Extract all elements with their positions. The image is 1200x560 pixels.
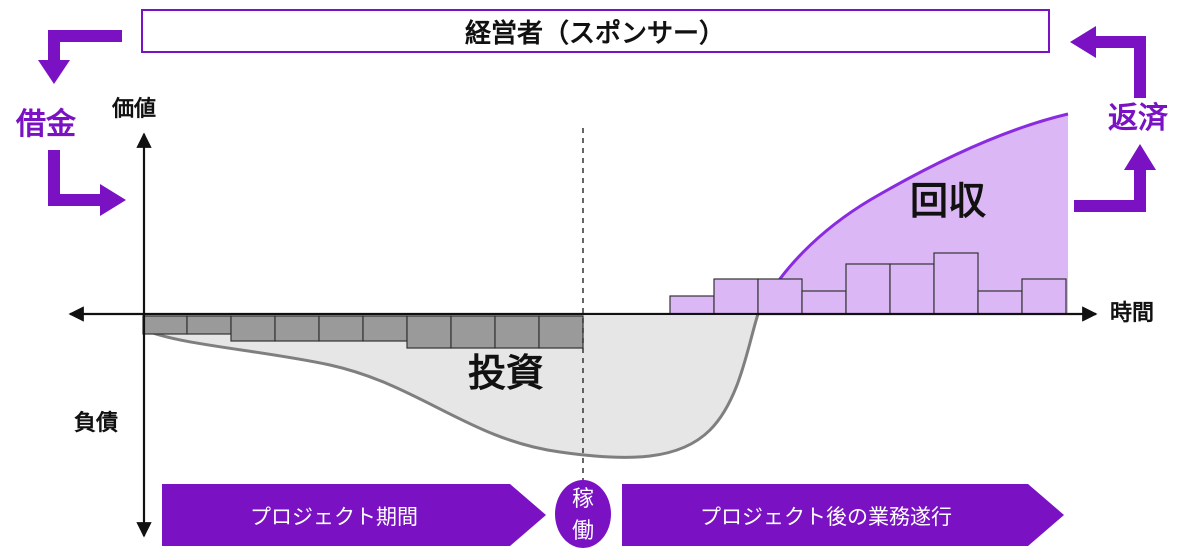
recovery-bar [933,252,979,315]
recovery-bar [845,263,891,315]
recovery-area [758,114,1068,314]
recovery-bar [889,263,935,315]
investment-label: 投資 [468,351,544,395]
after-project-arrow: プロジェクト後の業務遂行 [622,484,1064,546]
operation-char-1: 稼 [572,487,594,512]
operation-char-2: 働 [572,519,594,544]
borrowing-label: 借金 [15,107,77,142]
recovery-bar [757,278,803,315]
investment-curve [144,313,760,459]
investment-bar [142,315,188,335]
investment-bar [538,315,584,349]
repayment-arrow-bottom [1074,144,1156,212]
project-period-arrow: プロジェクト期間 [162,484,546,546]
recovery-label: 回収 [910,179,986,223]
investment-bar [274,315,320,342]
investment-bar [186,315,232,335]
repayment-label: 返済 [1108,101,1169,136]
borrowing-arrow-bottom [48,150,126,216]
y-axis-top-label: 価値 [111,97,156,122]
recovery-curve [756,112,1069,315]
recovery-bar [977,290,1023,315]
y-axis-bottom-label: 負債 [74,410,118,436]
investment-bar [450,315,496,349]
investment-bar [494,315,540,349]
sponsor-label: 経営者（スポンサー） [465,18,725,49]
investment-bar [318,315,364,342]
recovery-bar [669,295,715,315]
operation-badge: 稼 働 [555,480,611,548]
recovery-bar [1021,278,1067,315]
x-axis-label: 時間 [1110,301,1154,326]
recovery-bar [713,278,759,315]
investment-bar [230,315,276,342]
repayment-arrow-top [1070,26,1146,98]
project-period-label: プロジェクト期間 [250,505,418,529]
borrowing-arrow-top [38,30,122,84]
recovery-bar [801,290,847,315]
sponsor-box [141,9,1050,53]
investment-bar [362,315,408,342]
investment-area [145,314,758,458]
after-project-label: プロジェクト後の業務遂行 [700,505,952,529]
investment-bar [406,315,452,349]
